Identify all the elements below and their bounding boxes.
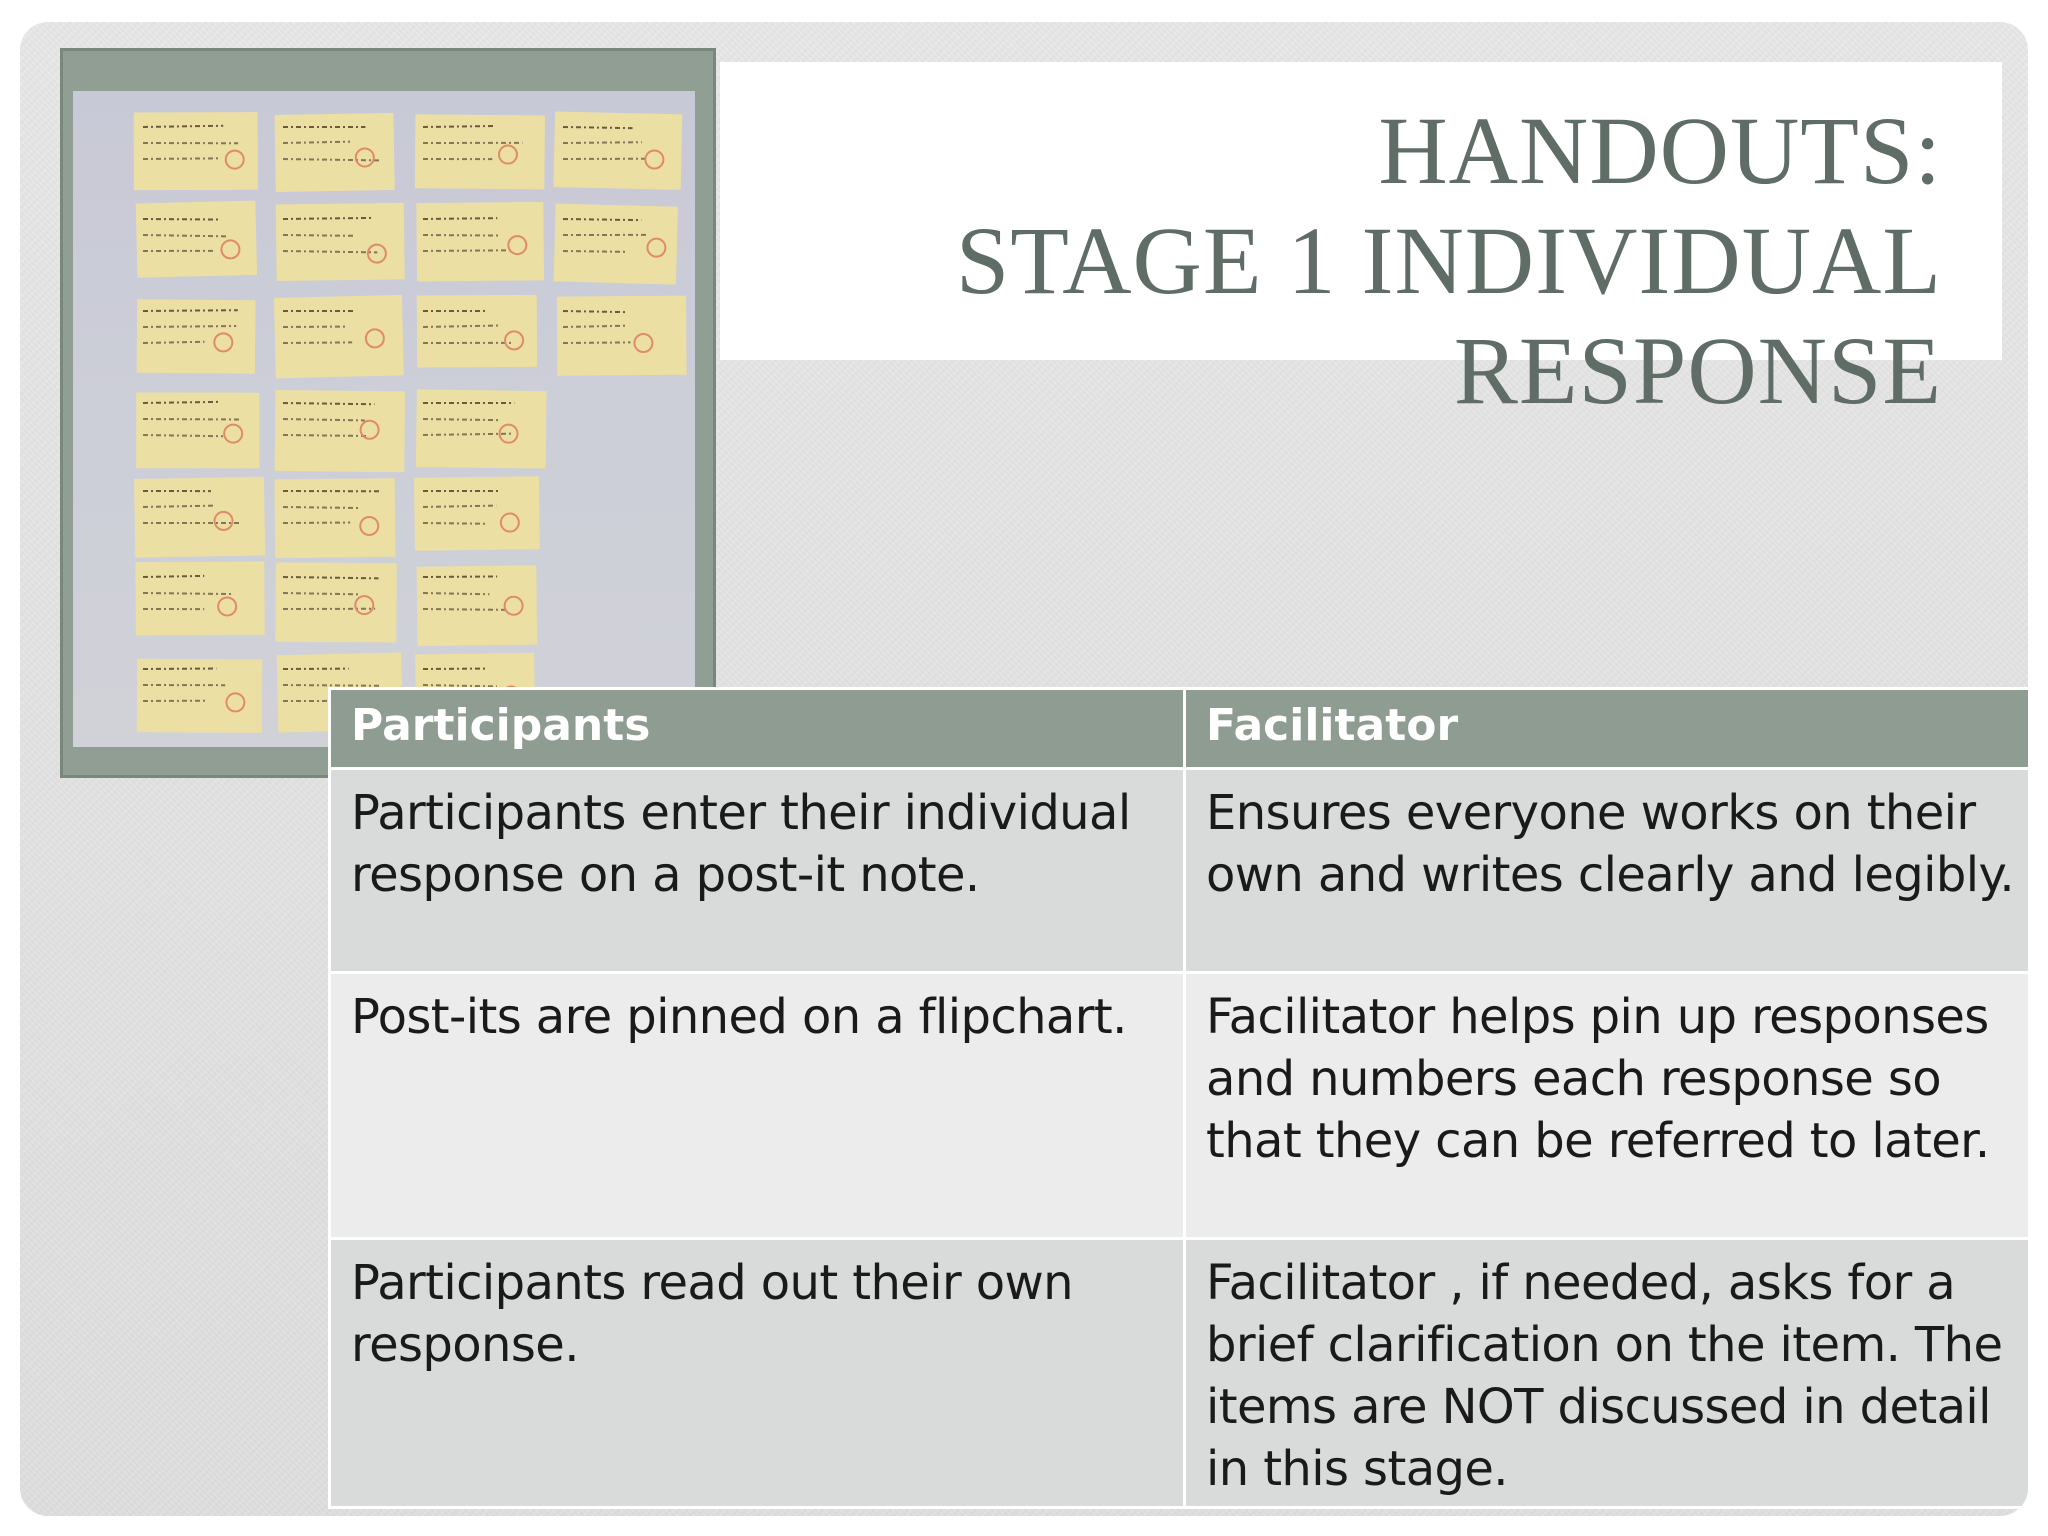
photo-frame	[60, 48, 716, 778]
post-it-note	[553, 203, 678, 285]
participants-cell: Participants read out their own response…	[328, 1237, 1186, 1509]
table-row: Participants read out their own response…	[328, 1237, 2028, 1509]
post-it-note	[135, 561, 265, 636]
header-participants: Participants	[328, 687, 1186, 770]
post-it-note	[275, 202, 405, 282]
slide-title: HANDOUTS: STAGE 1 INDIVIDUAL RESPONSE	[956, 96, 1942, 426]
slide: HANDOUTS: STAGE 1 INDIVIDUAL RESPONSE Pa…	[20, 22, 2028, 1516]
facilitator-cell: Facilitator helps pin up responses and n…	[1183, 971, 2028, 1240]
post-it-note	[553, 111, 683, 190]
post-it-note	[275, 562, 397, 643]
post-it-note	[274, 478, 396, 558]
title-line-3: RESPONSE	[1453, 317, 1942, 424]
post-it-note	[136, 658, 263, 733]
participants-cell: Post-its are pinned on a flipchart.	[328, 971, 1186, 1240]
participants-cell: Participants enter their individual resp…	[328, 767, 1186, 974]
table-row: Participants enter their individual resp…	[328, 767, 2028, 974]
post-it-note	[415, 389, 547, 469]
post-it-note	[416, 201, 545, 282]
post-it-note	[273, 294, 404, 379]
post-it-note	[135, 200, 258, 278]
post-it-note	[133, 112, 258, 191]
post-it-note	[414, 114, 545, 190]
post-it-note	[274, 390, 406, 473]
post-it-note	[556, 295, 687, 376]
title-line-2: STAGE 1 INDIVIDUAL	[955, 207, 1942, 314]
header-facilitator: Facilitator	[1183, 687, 2028, 770]
post-it-note	[136, 392, 260, 469]
post-it-note	[136, 299, 256, 374]
facilitator-cell: Ensures everyone works on their own and …	[1183, 767, 2028, 974]
facilitator-cell: Facilitator , if needed, asks for a brie…	[1183, 1237, 2028, 1509]
roles-table: Participants Facilitator Participants en…	[328, 687, 2028, 1509]
title-box: HANDOUTS: STAGE 1 INDIVIDUAL RESPONSE	[720, 62, 2002, 424]
table-row: Post-its are pinned on a flipchart. Faci…	[328, 971, 2028, 1240]
post-it-note	[416, 294, 538, 368]
post-it-note	[133, 476, 266, 558]
post-it-note	[274, 112, 395, 192]
post-it-photo	[73, 91, 695, 747]
post-it-note	[416, 565, 538, 646]
title-line-1: HANDOUTS:	[1378, 97, 1942, 204]
post-it-note	[414, 476, 540, 551]
table-header-row: Participants Facilitator	[328, 687, 2028, 770]
post-it-notes-image	[133, 111, 687, 736]
